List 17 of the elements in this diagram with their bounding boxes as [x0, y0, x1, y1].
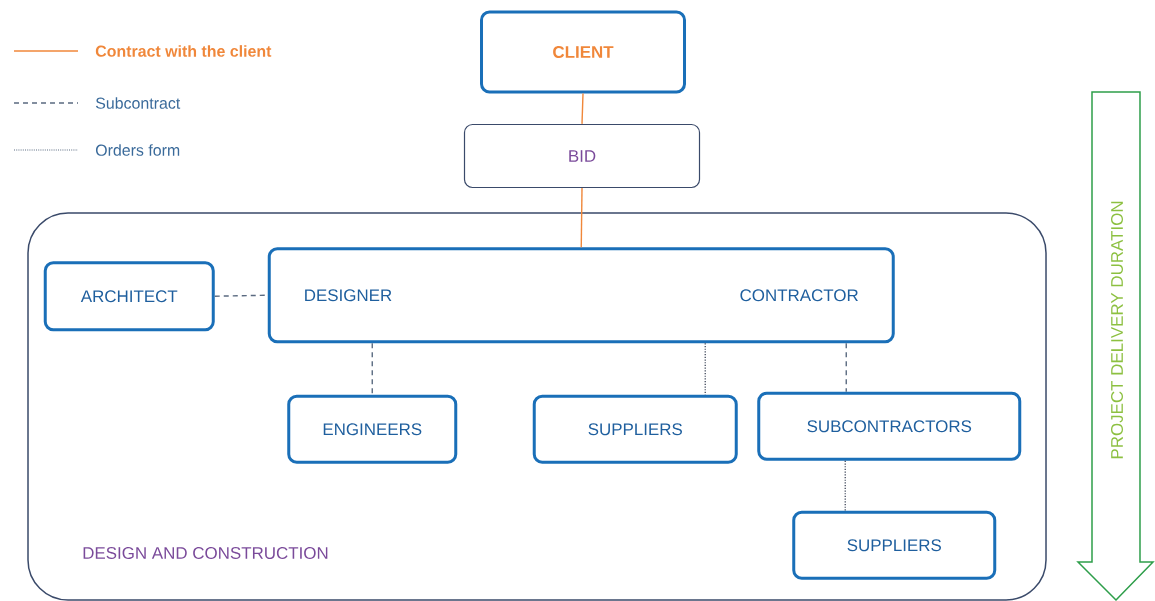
client-box: CLIENT: [480, 10, 686, 94]
subcontractors-box: SUBCONTRACTORS: [757, 391, 1022, 461]
connector-line: [845, 342, 847, 393]
legend-item: Orders form: [13, 144, 180, 156]
connector-line: [371, 342, 373, 396]
bid-box: BID: [463, 123, 701, 189]
designer-contractor-box: DESIGNER CONTRACTOR: [267, 247, 895, 344]
connector-line: [704, 342, 706, 396]
engineers-box: ENGINEERS: [287, 394, 458, 464]
suppliers-box: SUPPLIERS: [532, 394, 738, 464]
connector-line: [581, 92, 584, 125]
legend-item: Contract with the client: [13, 45, 272, 57]
architect-box: ARCHITECT: [43, 261, 215, 332]
legend-item: Subcontract: [13, 97, 181, 109]
suppliers-box: SUPPLIERS: [792, 510, 997, 580]
connector-line: [580, 187, 583, 248]
connector-line: [844, 460, 846, 512]
